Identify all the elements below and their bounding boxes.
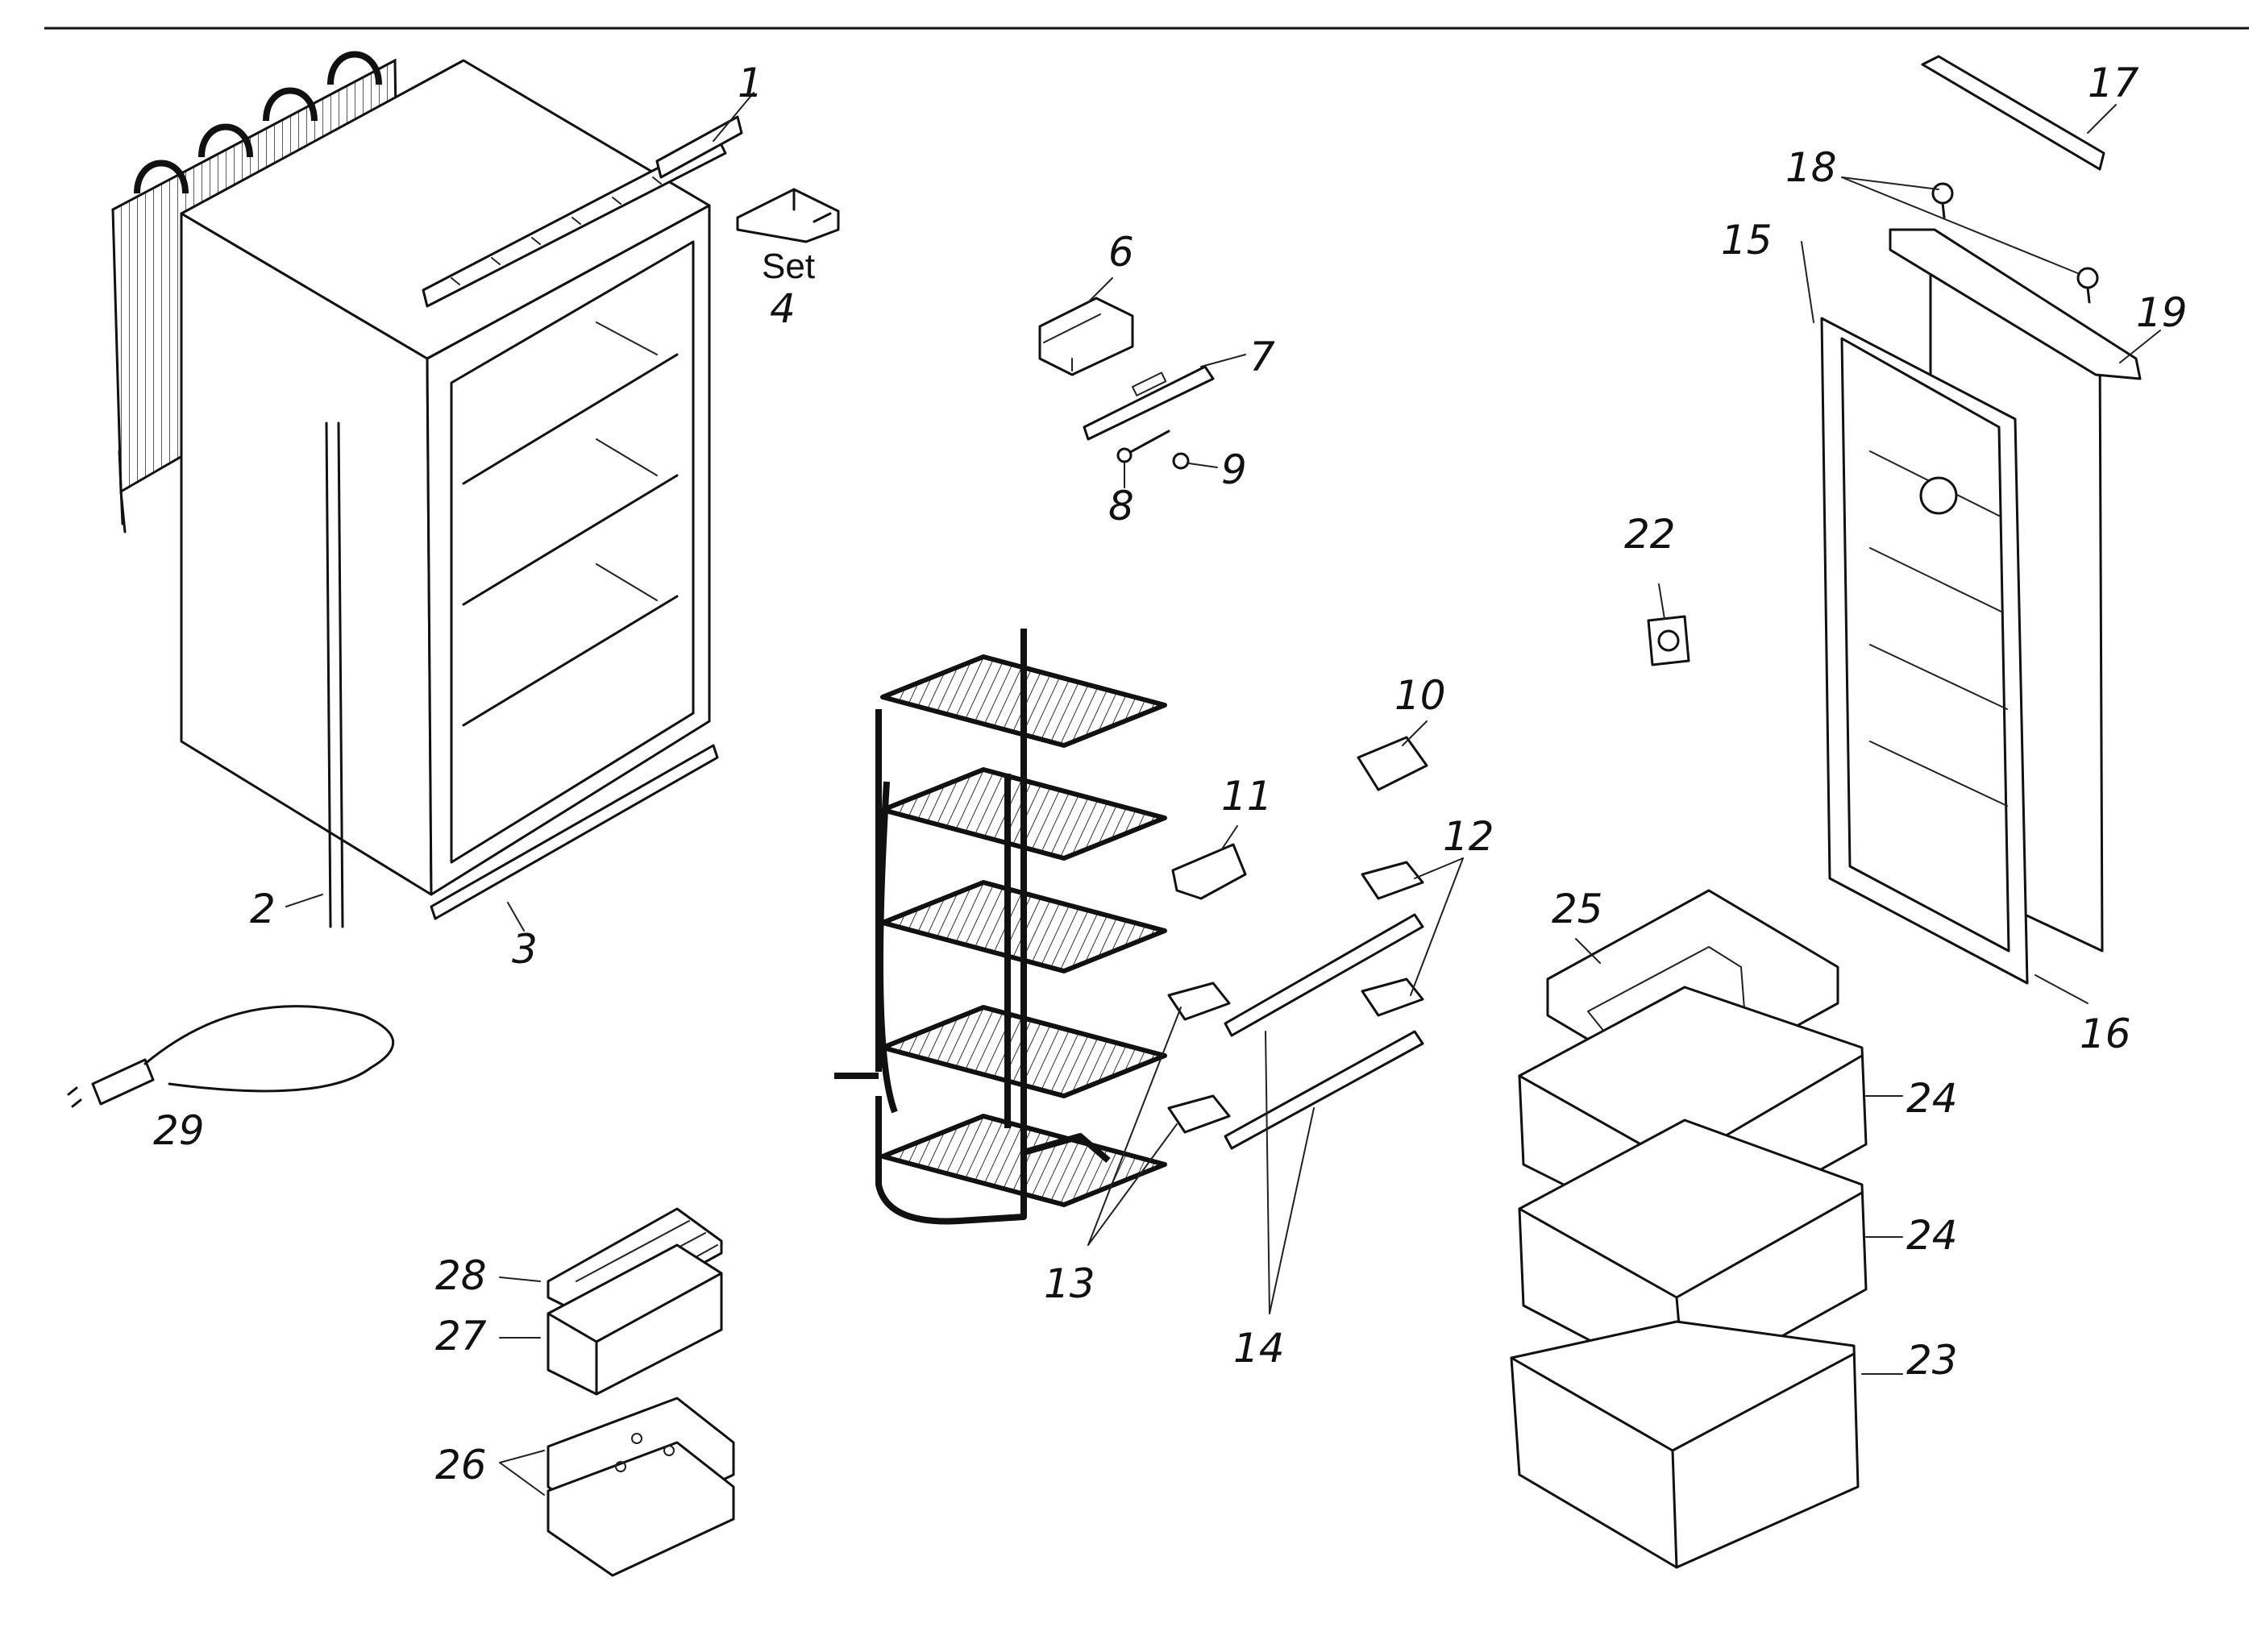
label-part-24-lower: 24 xyxy=(1906,1212,1958,1259)
drawer-24-lower xyxy=(1518,1119,1868,1392)
label-part-11: 11 xyxy=(1221,773,1273,820)
label-part-16: 16 xyxy=(2080,1011,2131,1057)
thermostat-dial xyxy=(1647,615,1690,666)
label-part-27: 27 xyxy=(435,1313,487,1359)
thermostat-shaft xyxy=(1116,430,1190,470)
label-part-14: 14 xyxy=(1233,1325,1285,1372)
door-assembly xyxy=(1820,55,2142,985)
shelf-support-10 xyxy=(1357,736,1428,791)
label-part-25: 25 xyxy=(1552,886,1603,932)
label-part-26: 26 xyxy=(435,1442,487,1488)
label-part-24-upper: 24 xyxy=(1906,1075,1958,1122)
ice-box xyxy=(547,1243,723,1396)
control-housing xyxy=(1038,297,1134,376)
label-part-28: 28 xyxy=(435,1252,487,1299)
cold-packs xyxy=(547,1397,735,1577)
label-part-12: 12 xyxy=(1443,813,1494,860)
shelf-rails xyxy=(1167,861,1424,1150)
label-part-4-set: Set xyxy=(762,247,815,286)
label-part-7: 7 xyxy=(1249,334,1275,380)
label-part-2: 2 xyxy=(250,886,276,932)
cabinet-body xyxy=(111,51,743,928)
label-part-13: 13 xyxy=(1044,1260,1095,1307)
label-part-29: 29 xyxy=(153,1107,205,1154)
drawer-23 xyxy=(1510,1320,1860,1569)
control-panel-strip xyxy=(1083,365,1215,441)
label-part-23: 23 xyxy=(1906,1337,1958,1384)
label-part-19: 19 xyxy=(2136,289,2188,336)
part-labels: 1 2 3 Set 4 6 7 8 9 10 11 12 13 14 15 16… xyxy=(153,60,2188,1488)
label-part-9: 9 xyxy=(1221,446,1247,493)
label-part-6: 6 xyxy=(1108,229,1134,276)
label-part-10: 10 xyxy=(1394,672,1446,719)
leader-lines xyxy=(285,92,2161,1496)
label-part-17: 17 xyxy=(2088,60,2139,106)
label-part-18: 18 xyxy=(1785,144,1837,191)
label-part-22: 22 xyxy=(1624,511,1676,558)
label-part-8: 8 xyxy=(1108,483,1134,529)
label-part-1: 1 xyxy=(738,60,763,106)
evaporator-shelf-assembly xyxy=(834,629,1165,1225)
power-cable xyxy=(67,1005,395,1108)
label-part-15: 15 xyxy=(1721,217,1773,264)
shelf-support-11 xyxy=(1171,843,1247,900)
label-part-4: 4 xyxy=(770,285,796,332)
label-part-3: 3 xyxy=(512,926,538,973)
hinge-set xyxy=(736,188,840,243)
